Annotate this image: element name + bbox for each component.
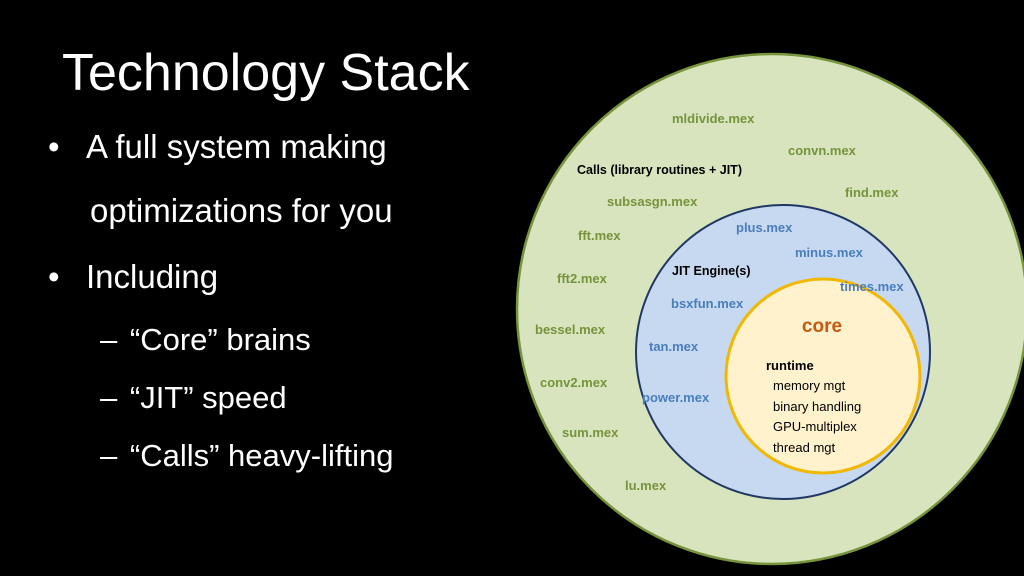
core-title: core	[802, 316, 842, 337]
core-circle	[724, 277, 922, 475]
bullet-text: Including	[86, 258, 219, 295]
sub-bullet-item: – “Calls” heavy-lifting	[100, 438, 393, 474]
runtime-label: runtime	[766, 358, 814, 373]
runtime-item: thread mgt	[773, 440, 836, 455]
sub-bullet-marker: –	[100, 438, 118, 473]
runtime-item: memory mgt	[773, 378, 846, 393]
bullet-text: optimizations for you	[90, 192, 393, 229]
calls-label: Calls (library routines + JIT)	[577, 163, 742, 177]
calls-item: bessel.mex	[535, 322, 606, 337]
sub-bullet-text: “JIT” speed	[129, 380, 287, 415]
calls-item: fft.mex	[578, 228, 621, 243]
runtime-items: memory mgt binary handling GPU-multiplex…	[773, 378, 861, 455]
bullet-item: optimizations for you	[48, 192, 393, 230]
sub-bullet-marker: –	[100, 322, 118, 357]
jit-items: plus.mex minus.mex times.mex bsxfun.mex …	[642, 220, 904, 405]
calls-item: find.mex	[845, 185, 899, 200]
jit-label: JIT Engine(s)	[672, 264, 750, 278]
sub-bullet-marker: –	[100, 380, 118, 415]
jit-item: plus.mex	[736, 220, 793, 235]
jit-item: power.mex	[642, 390, 710, 405]
sub-bullet-item: – “JIT” speed	[100, 380, 287, 416]
calls-items: mldivide.mex convn.mex subsasgn.mex find…	[535, 111, 899, 493]
runtime-item: GPU-multiplex	[773, 419, 857, 434]
sub-bullet-text: “Core” brains	[129, 322, 311, 357]
jit-item: times.mex	[840, 279, 904, 294]
calls-item: subsasgn.mex	[607, 194, 698, 209]
sub-bullet-item: – “Core” brains	[100, 322, 311, 358]
sub-bullet-text: “Calls” heavy-lifting	[129, 438, 394, 473]
bullet-item: • Including	[48, 258, 218, 296]
bullet-text: A full system making	[86, 128, 387, 165]
calls-item: sum.mex	[562, 425, 619, 440]
calls-item: lu.mex	[625, 478, 667, 493]
calls-item: mldivide.mex	[672, 111, 755, 126]
bullet-marker: •	[48, 128, 60, 165]
jit-item: bsxfun.mex	[671, 296, 744, 311]
calls-item: fft2.mex	[557, 271, 608, 286]
bullet-item: • A full system making	[48, 128, 387, 166]
calls-item: conv2.mex	[540, 375, 608, 390]
bullet-marker: •	[48, 258, 60, 295]
slide-title: Technology Stack	[62, 44, 470, 102]
runtime-item: binary handling	[773, 399, 861, 414]
jit-item: minus.mex	[795, 245, 864, 260]
jit-item: tan.mex	[649, 339, 699, 354]
calls-item: convn.mex	[788, 143, 857, 158]
